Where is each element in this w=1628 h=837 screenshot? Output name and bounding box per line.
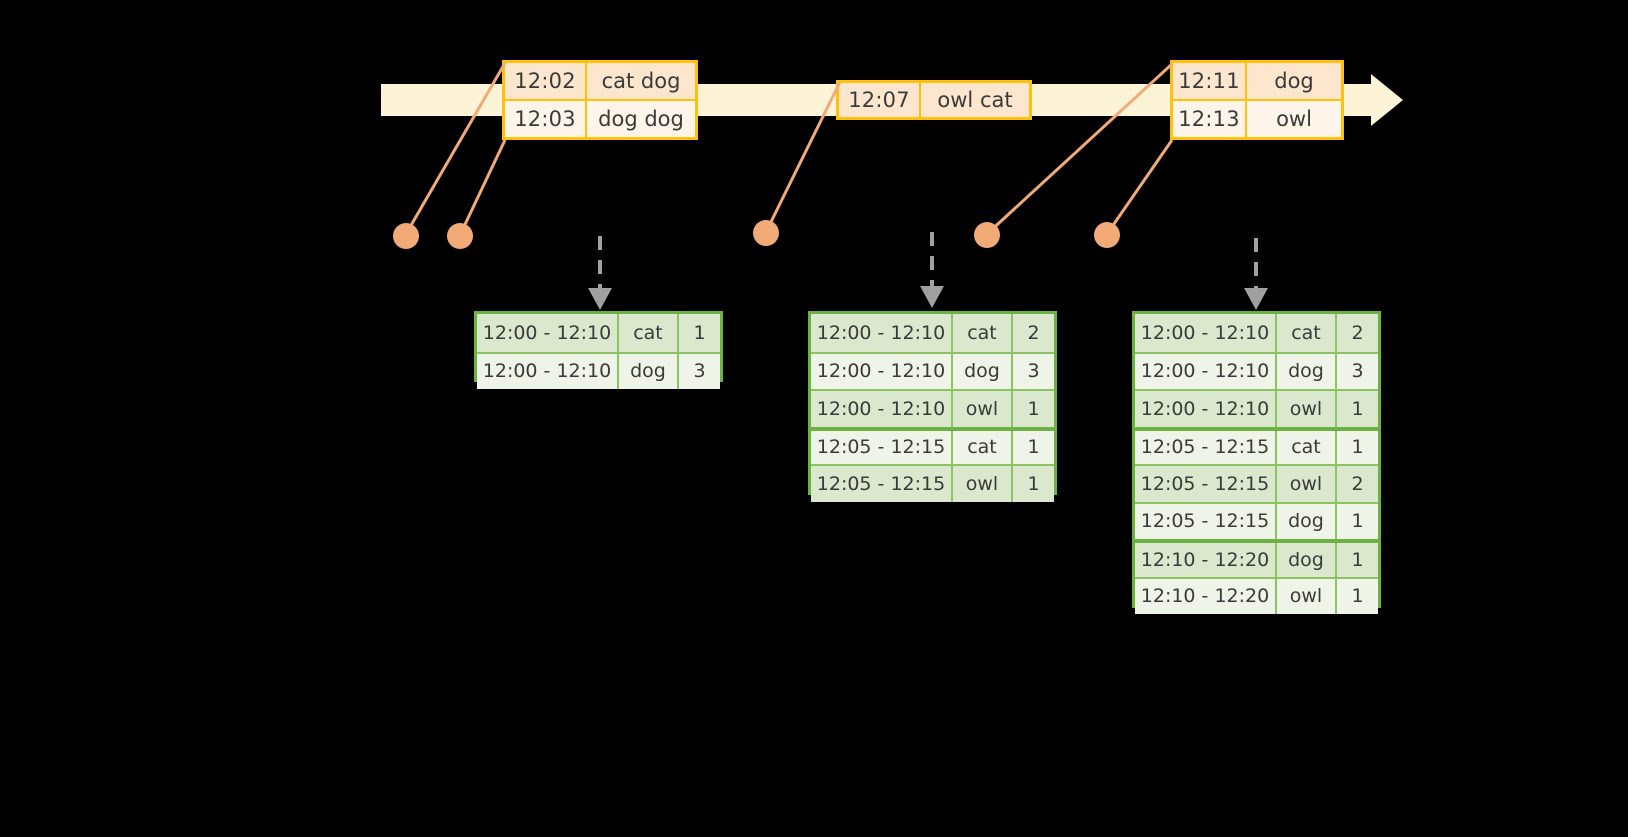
cell-count: 1 [1027,472,1040,495]
cell-window: 12:05 - 12:15 [1135,503,1277,539]
cell-count: 1 [1351,510,1364,533]
event-marker-dot[interactable] [393,223,419,249]
cell-count: 1 [1027,436,1040,459]
event-marker-dot[interactable] [447,223,473,249]
table-row: 12:00 - 12:10 cat 2 [811,314,1054,352]
cell-window: 12:10 - 12:20 [1135,578,1277,614]
result-table-3[interactable]: 12:00 - 12:10 cat 2 12:00 - 12:10 dog 3 … [1132,311,1381,614]
event-words: dog dog [598,107,684,131]
event-row: 12:03 dog dog [505,99,695,137]
flow-arrowheads [588,286,1268,310]
table-row: 12:00 - 12:10 dog 3 [477,351,720,389]
cell-window: 12:00 - 12:10 [811,314,953,352]
cell-word: dog [1277,353,1337,389]
cell-count: 1 [1351,397,1364,420]
cell-word: dog [1277,543,1337,577]
event-box-3[interactable]: 12:11 dog 12:13 owl [1170,60,1344,140]
event-words: dog [1274,69,1314,93]
result-table-2[interactable]: 12:00 - 12:10 cat 2 12:00 - 12:10 dog 3 … [808,311,1057,502]
cell-count: 2 [1351,472,1364,495]
event-row: 12:02 cat dog [505,63,695,99]
event-row: 12:07 owl cat [839,83,1029,117]
cell-window: 12:00 - 12:10 [1135,391,1277,427]
cell-count: 3 [693,360,706,383]
cell-count: 2 [1351,321,1364,344]
table-row: 12:05 - 12:15 cat 1 [1135,426,1378,464]
event-row: 12:13 owl [1173,99,1341,137]
cell-word: cat [953,430,1013,464]
cell-window: 12:00 - 12:10 [477,314,619,352]
event-marker-dot[interactable] [1094,222,1120,248]
cell-window: 12:05 - 12:15 [811,430,953,464]
table-row: 12:00 - 12:10 cat 2 [1135,314,1378,352]
cell-word: cat [1277,430,1337,464]
timeline-arrowhead-icon [1371,74,1403,126]
table-row: 12:00 - 12:10 cat 1 [477,314,720,352]
table-row: 12:05 - 12:15 dog 1 [1135,501,1378,539]
event-timestamp: 12:13 [1173,101,1247,137]
arrowhead-icon [1244,288,1268,310]
table-row: 12:00 - 12:10 owl 1 [811,389,1054,427]
cell-count: 3 [1027,360,1040,383]
event-timestamp: 12:11 [1173,63,1247,99]
table-row: 12:00 - 12:10 owl 1 [1135,389,1378,427]
cell-count: 1 [1351,585,1364,608]
event-words: owl cat [937,88,1013,112]
arrowhead-icon [588,288,612,310]
event-timestamp: 12:07 [839,83,921,117]
cell-word: cat [619,314,679,352]
cell-word: dog [953,353,1013,389]
table-row: 12:05 - 12:15 owl 1 [811,464,1054,502]
cell-count: 1 [1351,436,1364,459]
cell-word: owl [1277,578,1337,614]
cell-count: 2 [1027,321,1040,344]
cell-count: 1 [1027,397,1040,420]
event-words: cat dog [601,69,681,93]
cell-window: 12:05 - 12:15 [1135,466,1277,502]
cell-window: 12:00 - 12:10 [477,353,619,389]
event-marker-dot[interactable] [753,220,779,246]
table-row: 12:00 - 12:10 dog 3 [1135,351,1378,389]
table-row: 12:10 - 12:20 owl 1 [1135,576,1378,614]
event-marker-dot[interactable] [974,222,1000,248]
cell-word: owl [953,391,1013,427]
flow-arrows [598,232,1258,288]
event-row: 12:11 dog [1173,63,1341,99]
cell-count: 1 [1351,548,1364,571]
arrowhead-icon [920,286,944,308]
cell-count: 1 [693,321,706,344]
table-row: 12:05 - 12:15 owl 2 [1135,464,1378,502]
cell-window: 12:00 - 12:10 [1135,353,1277,389]
event-timestamp: 12:02 [505,63,587,99]
event-words: owl [1276,107,1312,131]
table-row: 12:10 - 12:20 dog 1 [1135,539,1378,577]
cell-window: 12:00 - 12:10 [811,391,953,427]
result-table-1[interactable]: 12:00 - 12:10 cat 1 12:00 - 12:10 dog 3 [474,311,723,389]
cell-word: cat [953,314,1013,352]
cell-count: 3 [1351,360,1364,383]
cell-window: 12:05 - 12:15 [811,466,953,502]
cell-window: 12:00 - 12:10 [1135,314,1277,352]
cell-word: dog [1277,503,1337,539]
cell-window: 12:00 - 12:10 [811,353,953,389]
event-timestamp: 12:03 [505,101,587,137]
table-row: 12:05 - 12:15 cat 1 [811,426,1054,464]
cell-word: dog [619,353,679,389]
cell-window: 12:05 - 12:15 [1135,430,1277,464]
event-box-2[interactable]: 12:07 owl cat [836,80,1032,120]
event-box-1[interactable]: 12:02 cat dog 12:03 dog dog [502,60,698,140]
event-markers [393,220,1120,249]
cell-word: cat [1277,314,1337,352]
cell-word: owl [1277,391,1337,427]
table-row: 12:00 - 12:10 dog 3 [811,351,1054,389]
cell-word: owl [953,466,1013,502]
cell-window: 12:10 - 12:20 [1135,543,1277,577]
cell-word: owl [1277,466,1337,502]
